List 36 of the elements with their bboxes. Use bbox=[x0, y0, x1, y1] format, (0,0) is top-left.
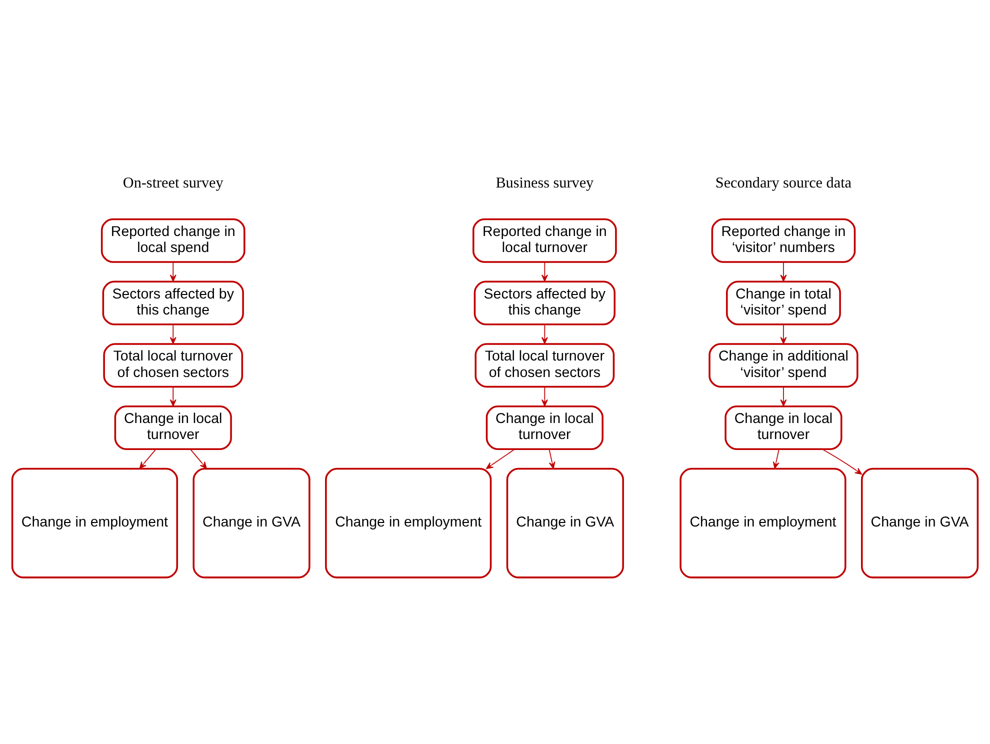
arrow bbox=[139, 448, 156, 468]
node-box: Reported change in local spend bbox=[100, 218, 246, 262]
node-box: Reported change in local turnover bbox=[472, 218, 617, 262]
node-box: Total local turnover of chosen sectors bbox=[474, 342, 615, 388]
arrow bbox=[780, 386, 787, 406]
arrow bbox=[822, 448, 862, 474]
node-box: Change in employment bbox=[11, 467, 178, 578]
node-box: Change in total ‘visitor’ spend bbox=[726, 280, 841, 325]
node-box: Sectors affected by this change bbox=[474, 280, 616, 325]
arrow bbox=[780, 261, 787, 282]
node-box: Change in employment bbox=[325, 467, 492, 578]
node-box: Change in additional ‘visitor’ spend bbox=[708, 342, 858, 388]
node-box: Change in local turnover bbox=[486, 404, 604, 450]
node-box: Total local turnover of chosen sectors bbox=[103, 342, 244, 388]
node-box: Change in GVA bbox=[861, 467, 979, 578]
arrow bbox=[541, 386, 548, 406]
arrow bbox=[548, 448, 556, 468]
arrow bbox=[541, 261, 548, 282]
label: On-street survey bbox=[122, 174, 224, 191]
label: Secondary source data bbox=[715, 174, 852, 191]
node-box: Change in employment bbox=[680, 467, 846, 578]
arrow bbox=[170, 261, 176, 282]
arrow bbox=[486, 448, 516, 469]
node-box: Change in GVA bbox=[192, 467, 310, 578]
label: Business survey bbox=[496, 174, 594, 191]
node-box: Change in local turnover bbox=[114, 404, 232, 450]
arrow bbox=[780, 323, 787, 344]
node-box: Sectors affected by this change bbox=[102, 280, 244, 325]
node-box: Change in local turnover bbox=[724, 404, 842, 450]
node-box: Change in GVA bbox=[506, 467, 624, 578]
arrow bbox=[170, 386, 176, 406]
arrow bbox=[772, 448, 780, 468]
node-box: Reported change in ‘visitor’ numbers bbox=[711, 218, 856, 262]
arrow bbox=[170, 323, 176, 344]
arrow bbox=[190, 448, 207, 468]
arrow bbox=[541, 323, 548, 344]
